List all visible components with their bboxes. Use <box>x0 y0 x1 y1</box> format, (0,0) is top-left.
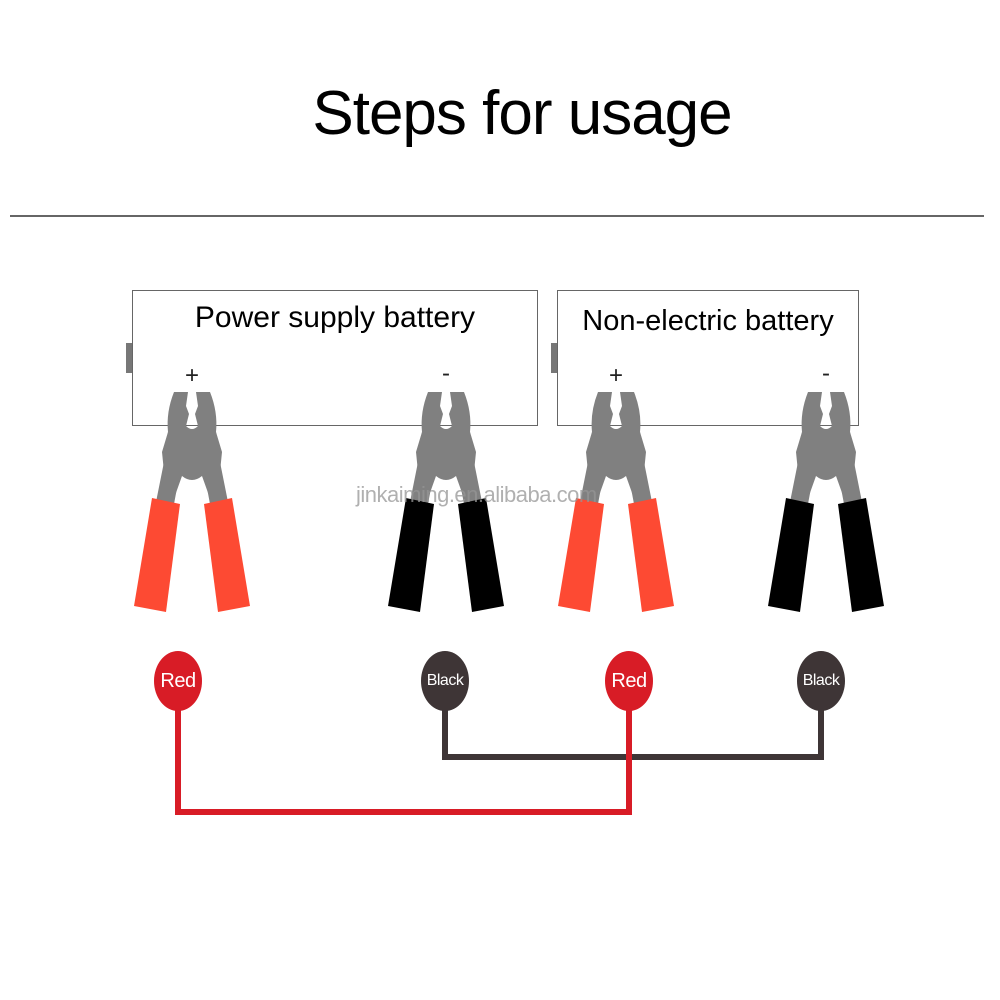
clamp-handle-left-icon <box>388 498 434 612</box>
node-red-1: Red <box>154 651 202 711</box>
clamp-black-4 <box>768 392 884 612</box>
positive-sign: + <box>608 362 624 389</box>
clamp-red-1 <box>134 392 250 612</box>
clamp-body-icon <box>156 432 228 504</box>
negative-sign: - <box>442 360 450 387</box>
clamp-body-icon <box>580 432 652 504</box>
clamp-body-icon <box>410 432 482 504</box>
clamp-handle-right-icon <box>628 498 674 612</box>
node-red-2: Red <box>605 651 653 711</box>
clamp-black-2 <box>388 392 504 612</box>
clamp-handle-left-icon <box>558 498 604 612</box>
negative-sign: - <box>822 360 830 387</box>
clamp-handle-left-icon <box>768 498 814 612</box>
divider <box>10 215 984 217</box>
page-title: Steps for usage <box>312 79 732 148</box>
clamp-handle-left-icon <box>134 498 180 612</box>
clamp-body-icon <box>790 432 862 504</box>
clamp-red-3 <box>558 392 674 612</box>
node-black-2: Black <box>797 651 845 711</box>
battery-label: Non-electric battery <box>582 305 834 337</box>
battery-terminal-tab <box>551 343 557 373</box>
clamp-handle-right-icon <box>204 498 250 612</box>
battery-terminal-tab <box>126 343 132 373</box>
black-wire <box>442 700 824 760</box>
positive-sign: + <box>184 362 200 389</box>
node-black-1: Black <box>421 651 469 711</box>
watermark: jinkaiming.en.alibaba.com <box>356 482 597 507</box>
battery-label: Power supply battery <box>194 301 476 334</box>
clamp-handle-right-icon <box>458 498 504 612</box>
clamp-handle-right-icon <box>838 498 884 612</box>
